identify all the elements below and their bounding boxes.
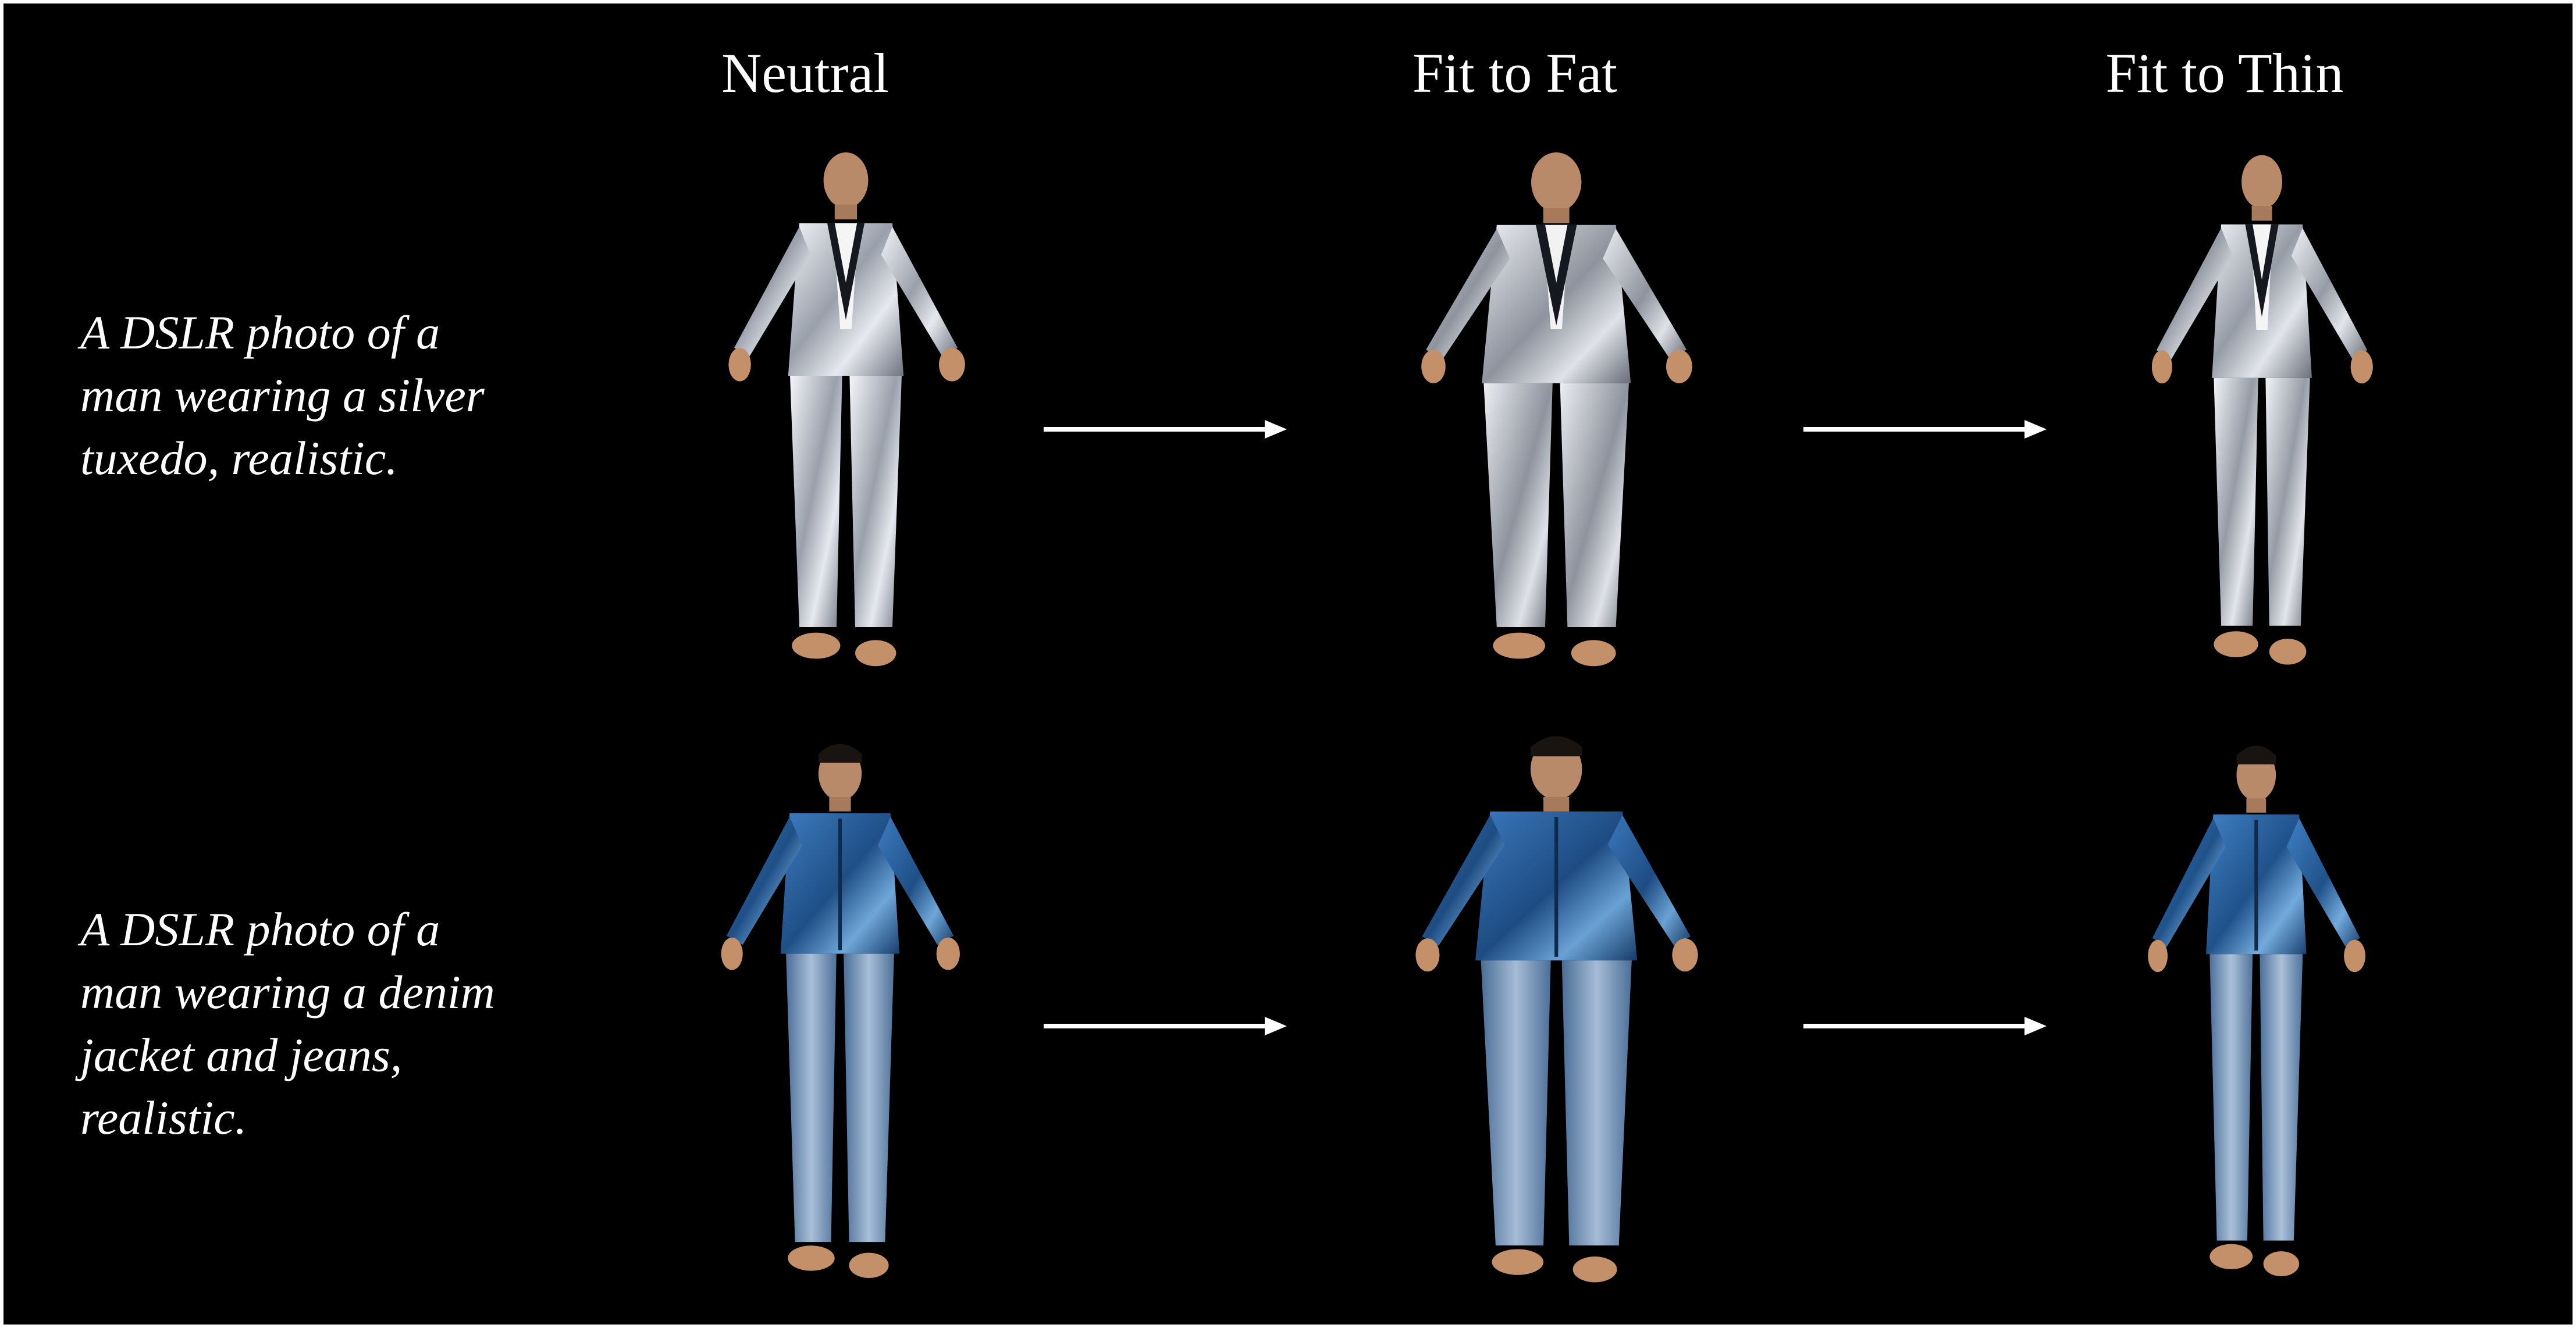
figure-panel: Neutral Fit to Fat Fit to Thin A DSLR ph… xyxy=(3,3,2573,1325)
avatar-denim-fat xyxy=(1359,731,1755,1301)
column-title-fit-to-thin: Fit to Thin xyxy=(2105,42,2344,104)
row-2-prompt: A DSLR photo of a man wearing a denim ja… xyxy=(80,903,495,1144)
avatar-silver-tuxedo-neutral xyxy=(660,131,1032,713)
column-title-fit-to-fat: Fit to Fat xyxy=(1412,42,1618,104)
right-arrow-icon xyxy=(1044,1014,1287,1038)
avatar-denim-neutral xyxy=(660,738,1020,1296)
right-arrow-icon xyxy=(1044,418,1287,441)
avatar-silver-tuxedo-fat xyxy=(1359,131,1755,713)
right-arrow-icon xyxy=(1803,418,2047,441)
avatar-denim-thin xyxy=(2086,738,2435,1296)
row-1-prompt: A DSLR photo of a man wearing a silver t… xyxy=(80,306,485,485)
avatar-silver-tuxedo-thin xyxy=(2086,131,2447,713)
column-title-neutral: Neutral xyxy=(721,42,889,104)
right-arrow-icon xyxy=(1803,1014,2047,1038)
